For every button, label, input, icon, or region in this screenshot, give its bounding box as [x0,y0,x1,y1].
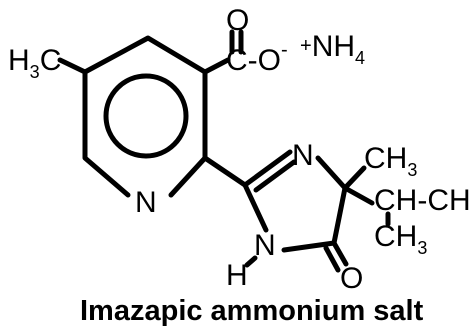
imidazolinone-ring [242,149,348,253]
methyl-bond-left [57,57,88,75]
ammonium-label: +NH4 [300,30,365,68]
nh-bond [244,255,258,268]
nh-hydrogen: H [226,259,248,292]
nh-nitrogen: N [254,229,276,262]
keto-bond-b [323,245,341,273]
ring-link-bond [202,155,248,188]
c-co-bond [331,185,348,246]
methyl-left-label: H3C [8,44,61,82]
keto-bond-a [331,240,349,267]
methyl-top-bond [342,165,367,191]
imidazole-nitrogen: N [292,139,314,172]
co-nh-bond [281,240,337,253]
isopropyl-bond [342,185,375,206]
pyridine-ring [82,35,208,198]
pyridine-nitrogen: N [135,186,157,219]
caption: Imazapic ammonium salt [80,295,424,327]
pyridine-bonds-left [82,69,131,198]
aromatic-circle [103,73,189,159]
carboxyl-label: C-O- [226,39,288,77]
carboxyl-bond [202,57,231,75]
keto-oxygen: O [340,262,363,295]
methyl-top-label: CH3 [364,142,417,180]
cn-double-bond-a [242,149,293,188]
methyl-bottom-label: CH3 [374,220,427,258]
n-c-bond [315,155,348,191]
isopropyl-label: CH-CH [374,184,471,217]
nh-c-bond [242,182,269,233]
cn-double-bond-b [253,159,297,193]
carbonyl-oxygen: O [226,4,249,37]
